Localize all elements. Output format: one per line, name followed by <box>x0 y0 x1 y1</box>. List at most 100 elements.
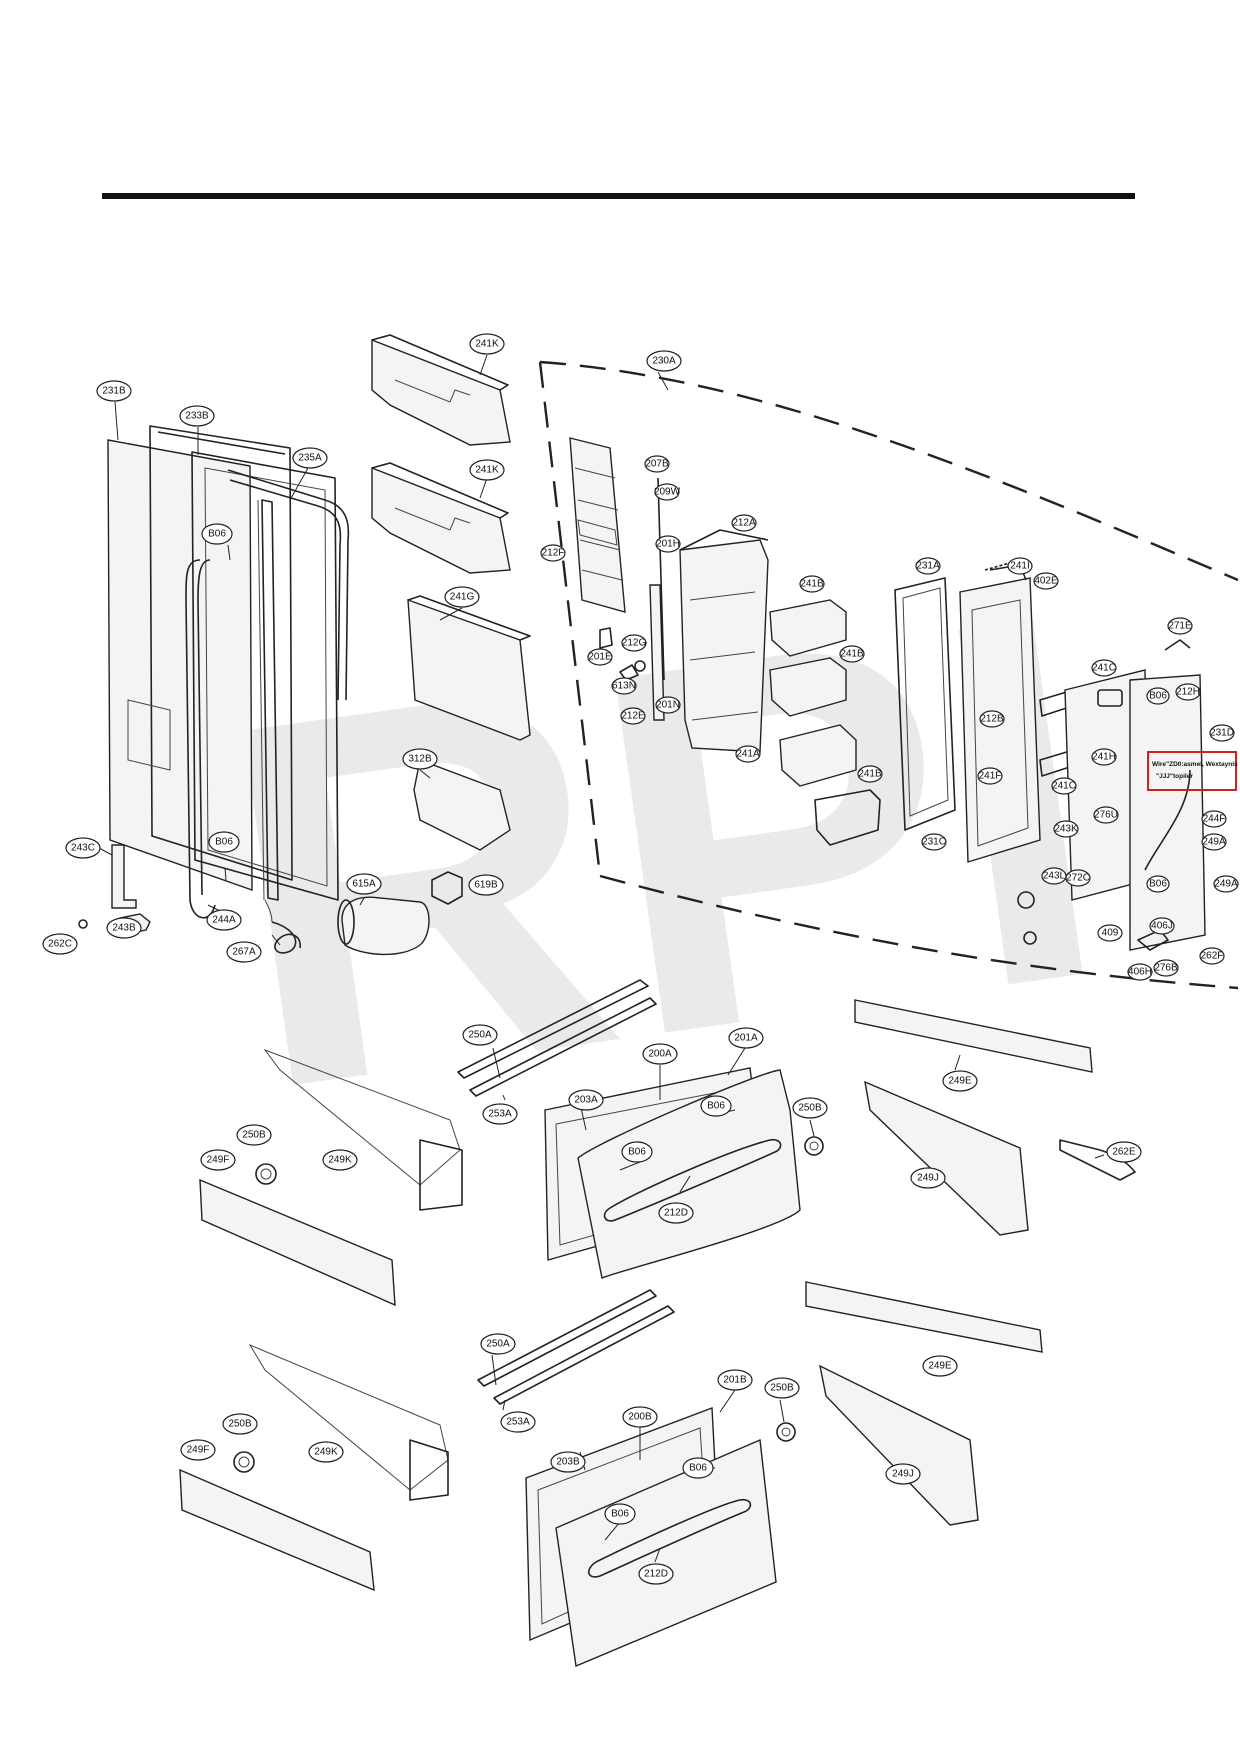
svg-text:250B: 250B <box>798 1103 822 1114</box>
callout-409: 409 <box>1097 924 1123 942</box>
svg-text:201H: 201H <box>656 539 680 550</box>
svg-text:262F: 262F <box>1201 951 1224 962</box>
svg-text:243L: 243L <box>1043 871 1066 882</box>
callout-labels: 231B 233B 235A B06 B06 243C 243B 262C 24… <box>42 333 1239 1585</box>
callout-262E: 262E <box>1106 1141 1142 1163</box>
callout-201E: 201E <box>587 648 613 666</box>
svg-text:209W: 209W <box>654 487 681 498</box>
callout-231A: 231A <box>915 557 941 575</box>
callout-249F-2: 249F <box>180 1439 216 1461</box>
callout-276B: 276B <box>1153 959 1179 977</box>
svg-text:201A: 201A <box>734 1033 758 1044</box>
callout-249K-1: 249K <box>322 1149 358 1171</box>
callout-201N: 201N <box>655 696 681 714</box>
svg-text:249K: 249K <box>314 1447 338 1458</box>
callout-203B: 203B <box>550 1451 586 1473</box>
callout-B06-a: B06 <box>201 523 233 545</box>
svg-text:272C: 272C <box>1066 873 1090 884</box>
svg-text:241K: 241K <box>475 339 499 350</box>
callout-249K-2: 249K <box>308 1441 344 1463</box>
svg-text:241K: 241K <box>475 465 499 476</box>
svg-text:406J: 406J <box>1151 921 1173 932</box>
svg-text:212D: 212D <box>644 1569 668 1580</box>
callout-244A: 244A <box>206 909 242 931</box>
callout-250B-4: 250B <box>222 1413 258 1435</box>
assembly-group-outline <box>538 360 1239 990</box>
svg-text:271E: 271E <box>1168 621 1192 632</box>
svg-text:243B: 243B <box>112 923 136 934</box>
svg-text:250A: 250A <box>468 1030 492 1041</box>
callout-406J: 406J <box>1149 917 1175 935</box>
svg-text:249F: 249F <box>187 1445 210 1456</box>
svg-text:250B: 250B <box>242 1130 266 1141</box>
callout-250B-1: 250B <box>792 1097 828 1119</box>
svg-text:249E: 249E <box>948 1076 972 1087</box>
callout-241B-2: 241B <box>839 645 865 663</box>
svg-text:212D: 212D <box>664 1208 688 1219</box>
callout-241C-2: 241C <box>1051 777 1077 795</box>
callout-249A-2: 249A <box>1213 875 1239 893</box>
svg-text:253A: 253A <box>488 1109 512 1120</box>
callout-613N: 613N <box>611 677 637 695</box>
callout-231D: 231D <box>1209 724 1235 742</box>
svg-text:201B: 201B <box>723 1375 747 1386</box>
svg-text:233B: 233B <box>185 411 209 422</box>
callout-250A-2: 250A <box>480 1333 516 1355</box>
svg-text:250B: 250B <box>770 1383 794 1394</box>
callout-619B: 619B <box>468 874 504 896</box>
callout-406H: 406H <box>1127 963 1153 981</box>
callout-271E: 271E <box>1167 617 1193 635</box>
callout-253A-2: 253A <box>500 1411 536 1433</box>
svg-text:243K: 243K <box>1054 824 1078 835</box>
callout-231C: 231C <box>921 833 947 851</box>
callout-243K: 243K <box>1053 820 1079 838</box>
callout-272C: 272C <box>1065 869 1091 887</box>
svg-text:249E: 249E <box>928 1361 952 1372</box>
callout-212D-1: 212D <box>658 1202 694 1224</box>
callout-B06-e: B06 <box>700 1095 732 1117</box>
callout-249A: 249A <box>1201 833 1227 851</box>
callout-212D-2: 212D <box>638 1563 674 1585</box>
svg-text:241B: 241B <box>840 649 864 660</box>
svg-text:201E: 201E <box>588 652 612 663</box>
callout-B06-f: B06 <box>621 1141 653 1163</box>
annotation-line-2: "JJJ"topiler <box>1156 773 1193 780</box>
svg-text:312B: 312B <box>408 754 432 765</box>
callout-231B: 231B <box>96 380 132 402</box>
callout-243L: 243L <box>1041 867 1067 885</box>
svg-text:212A: 212A <box>732 518 756 529</box>
svg-text:212B: 212B <box>980 714 1004 725</box>
callout-230A: 230A <box>646 350 682 372</box>
callout-212G: 212G <box>621 634 647 652</box>
callout-249E-1: 249E <box>942 1070 978 1092</box>
svg-text:249K: 249K <box>328 1155 352 1166</box>
callout-241I: 241I <box>1007 557 1033 575</box>
svg-text:249A: 249A <box>1202 837 1226 848</box>
svg-text:B06: B06 <box>707 1101 725 1112</box>
svg-text:B06: B06 <box>208 529 226 540</box>
callout-201B: 201B <box>717 1369 753 1391</box>
svg-text:241H: 241H <box>1092 752 1116 763</box>
svg-text:B06: B06 <box>215 837 233 848</box>
annotation-note: Wire"ZD0:asmel, Wextaynis "JJJ"topiler <box>1147 751 1238 791</box>
dispenser-group-parts <box>569 437 1206 951</box>
svg-text:253A: 253A <box>506 1417 530 1428</box>
svg-text:231A: 231A <box>916 561 940 572</box>
callout-B06-d: B06 <box>1146 875 1170 893</box>
svg-text:262E: 262E <box>1112 1147 1136 1158</box>
callout-262C: 262C <box>42 933 78 955</box>
svg-text:212F: 212F <box>542 548 565 559</box>
callout-235A: 235A <box>292 447 328 469</box>
callout-615A: 615A <box>346 873 382 895</box>
annotation-line-1: Wire"ZD0:asmel, Wextaynis <box>1152 761 1238 768</box>
callout-241B-3: 241B <box>857 765 883 783</box>
svg-text:B06: B06 <box>689 1463 707 1474</box>
svg-text:230A: 230A <box>652 356 676 367</box>
callout-312B: 312B <box>402 748 438 770</box>
callout-402E: 402E <box>1033 572 1059 590</box>
svg-text:276B: 276B <box>1154 963 1178 974</box>
callout-233B: 233B <box>179 405 215 427</box>
svg-text:619B: 619B <box>474 880 498 891</box>
svg-text:201N: 201N <box>656 700 680 711</box>
svg-text:200A: 200A <box>648 1049 672 1060</box>
